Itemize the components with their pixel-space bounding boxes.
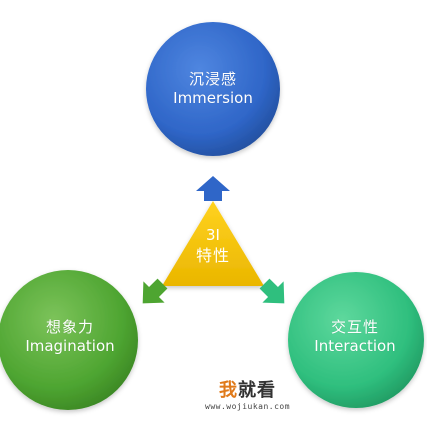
watermark-brand: 我就看 (205, 376, 290, 402)
arrow-up-icon (196, 176, 230, 201)
watermark-brand-part1: 我 (219, 380, 239, 401)
watermark-brand-part2: 就看 (238, 380, 277, 401)
immersion-label-en: Immersion (173, 88, 253, 107)
imagination-circle (0, 270, 138, 410)
center-label-line1: 3I (206, 226, 220, 244)
site-watermark: 我就看 www.wojiukan.com (205, 376, 290, 411)
watermark-url: www.wojiukan.com (205, 402, 291, 411)
interaction-label: 交互性 Interaction (300, 318, 410, 356)
center-triangle (162, 201, 264, 286)
interaction-label-en: Interaction (314, 336, 396, 355)
imagination-label-en: Imagination (25, 336, 115, 355)
interaction-circle (288, 272, 424, 408)
imagination-label: 想象力 Imagination (0, 318, 140, 356)
imagination-label-zh: 想象力 (45, 318, 94, 336)
immersion-label: 沉浸感 Immersion (152, 70, 274, 108)
arrow-right-icon (259, 278, 285, 304)
center-label-line2: 特性 (195, 245, 230, 265)
immersion-label-zh: 沉浸感 (188, 70, 237, 88)
center-label: 3I 特性 (175, 226, 251, 266)
interaction-label-zh: 交互性 (330, 318, 379, 336)
arrow-left-icon (142, 278, 168, 304)
immersion-circle (146, 22, 280, 156)
